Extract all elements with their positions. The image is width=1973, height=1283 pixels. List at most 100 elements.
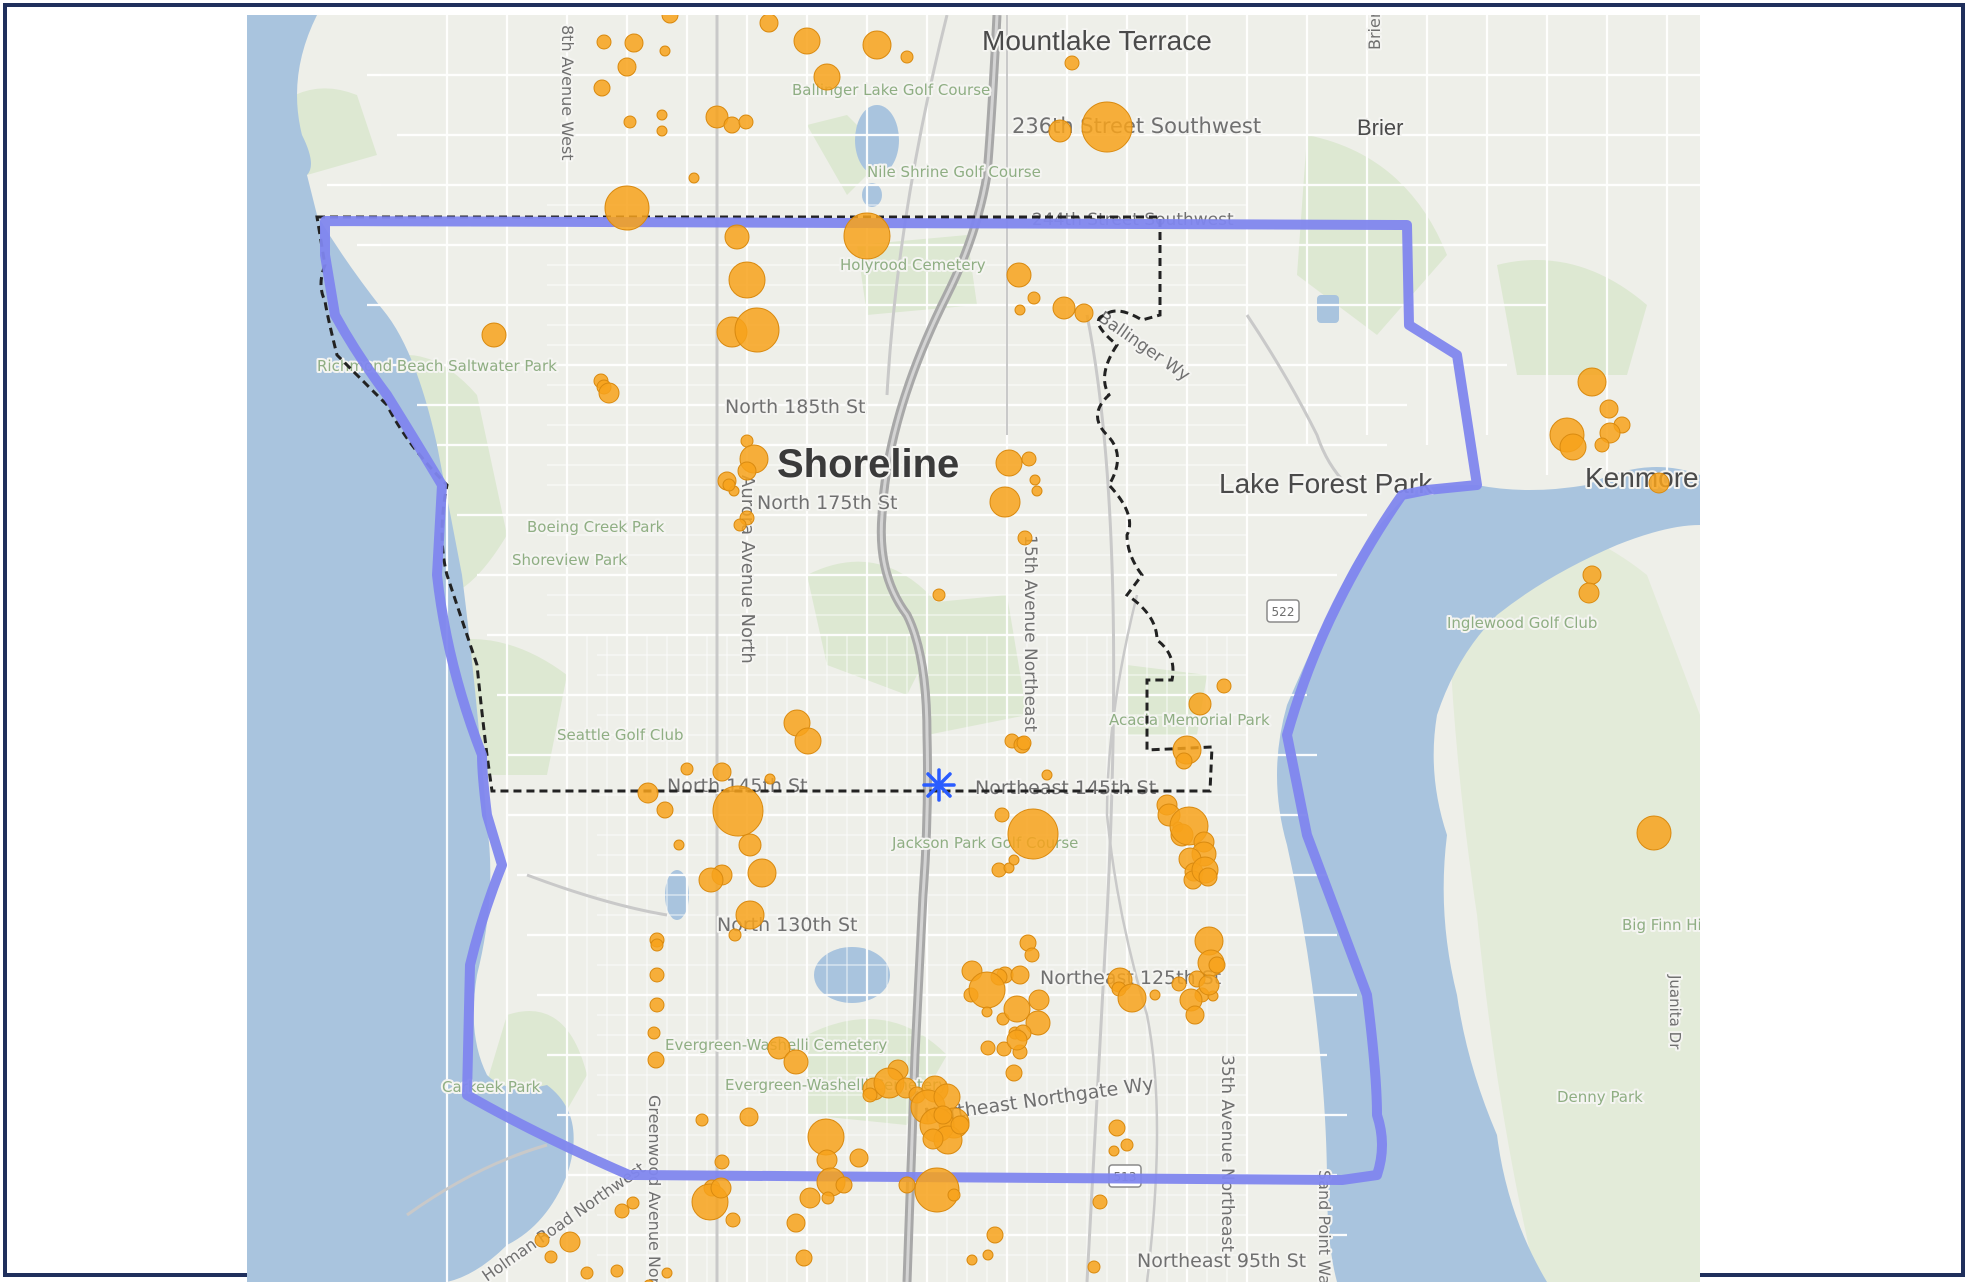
map-point-marker[interactable] [1021,451,1037,467]
map-point-marker[interactable] [981,1006,993,1018]
map-point-marker[interactable] [767,1036,791,1060]
map-point-marker[interactable] [1171,976,1187,992]
map-point-marker[interactable] [747,858,777,888]
map-point-marker[interactable] [799,1187,821,1209]
map-point-marker[interactable] [947,1188,961,1202]
map-point-marker[interactable] [1006,262,1032,288]
map-point-marker[interactable] [623,115,637,129]
asterisk-marker-icon[interactable] [922,768,956,802]
map-point-marker[interactable] [728,261,766,299]
map-point-marker[interactable] [1003,995,1031,1023]
map-point-marker[interactable] [1024,947,1040,963]
map-point-marker[interactable] [794,727,822,755]
map-point-marker[interactable] [1064,55,1080,71]
map-point-marker[interactable] [1185,1005,1205,1025]
map-point-marker[interactable] [712,762,732,782]
map-point-marker[interactable] [596,34,612,50]
map-point-marker[interactable] [1648,472,1670,494]
map-point-marker[interactable] [1188,692,1212,716]
map-point-marker[interactable] [950,1115,970,1135]
map-point-marker[interactable] [705,105,729,129]
map-point-marker[interactable] [1031,485,1043,497]
map-point-marker[interactable] [968,971,1006,1009]
map-point-marker[interactable] [849,1148,869,1168]
map-point-marker[interactable] [649,997,665,1013]
map-point-marker[interactable] [739,1107,759,1127]
map-point-marker[interactable] [783,1049,809,1075]
map-point-marker[interactable] [813,63,841,91]
map-point-marker[interactable] [735,900,765,930]
map-point-marker[interactable] [982,1249,994,1261]
map-point-marker[interactable] [644,1279,654,1282]
map-point-marker[interactable] [1074,303,1094,323]
map-point-marker[interactable] [821,1191,835,1205]
map-svg[interactable]: 522 513 North 185th St North 175th St No… [247,15,1700,1282]
map-point-marker[interactable] [1087,1260,1101,1274]
map-point-marker[interactable] [737,461,757,481]
map-point-marker[interactable] [593,79,611,97]
map-point-marker[interactable] [1025,1010,1051,1036]
map-point-marker[interactable] [1599,399,1619,419]
map-point-marker[interactable] [614,1203,630,1219]
map-point-marker[interactable] [544,1250,558,1264]
map-point-marker[interactable] [1216,678,1232,694]
map-point-marker[interactable] [698,867,724,893]
map-point-marker[interactable] [1016,735,1032,751]
map-point-marker[interactable] [738,114,754,130]
map-point-marker[interactable] [580,1266,594,1280]
map-point-marker[interactable] [793,27,821,55]
map-point-marker[interactable] [1017,530,1033,546]
map-point-marker[interactable] [816,1149,838,1171]
map-point-marker[interactable] [1198,974,1220,996]
map-point-marker[interactable] [994,807,1010,823]
map-point-marker[interactable] [764,773,776,785]
map-point-marker[interactable] [1008,854,1020,866]
map-point-marker[interactable] [1092,1194,1108,1210]
map-point-marker[interactable] [1108,1119,1126,1137]
map-point-marker[interactable] [1014,304,1026,316]
map-point-marker[interactable] [649,967,665,983]
map-point-marker[interactable] [980,1040,996,1056]
map-point-marker[interactable] [661,1267,673,1279]
map-point-marker[interactable] [933,1083,961,1111]
map-point-marker[interactable] [966,1254,978,1266]
map-point-marker[interactable] [1559,433,1587,461]
map-point-marker[interactable] [835,1176,853,1194]
map-point-marker[interactable] [1120,1138,1134,1152]
map-point-marker[interactable] [1108,1145,1120,1157]
map-point-marker[interactable] [710,1177,732,1199]
map-point-marker[interactable] [1582,565,1602,585]
map-point-marker[interactable] [1005,1064,1023,1082]
point-markers[interactable] [481,15,1672,1282]
map-point-marker[interactable] [1010,965,1030,985]
map-point-marker[interactable] [722,478,736,492]
map-point-marker[interactable] [1029,474,1041,486]
map-point-marker[interactable] [862,1087,878,1103]
map-point-marker[interactable] [1208,956,1226,974]
map-point-marker[interactable] [1028,989,1050,1011]
map-point-marker[interactable] [650,938,664,952]
map-point-marker[interactable] [932,588,946,602]
map-point-marker[interactable] [1006,1029,1028,1051]
map-point-marker[interactable] [673,839,685,851]
map-point-marker[interactable] [1027,291,1041,305]
map-point-marker[interactable] [900,50,914,64]
map-point-marker[interactable] [733,518,747,532]
map-point-marker[interactable] [1041,769,1053,781]
map-point-marker[interactable] [728,928,742,942]
map-point-marker[interactable] [922,1128,944,1150]
map-point-marker[interactable] [604,185,650,231]
map-point-marker[interactable] [680,762,694,776]
map-point-marker[interactable] [1081,101,1133,153]
map-point-marker[interactable] [723,116,741,134]
map-point-marker[interactable] [481,322,507,348]
map-point-marker[interactable] [661,15,679,24]
map-point-marker[interactable] [656,801,674,819]
map-point-marker[interactable] [759,15,779,33]
map-point-marker[interactable] [898,1176,916,1194]
map-point-marker[interactable] [624,33,644,53]
map-point-marker[interactable] [598,382,620,404]
map-point-marker[interactable] [843,212,891,260]
map-point-marker[interactable] [534,1232,550,1248]
map-point-marker[interactable] [1149,989,1161,1001]
